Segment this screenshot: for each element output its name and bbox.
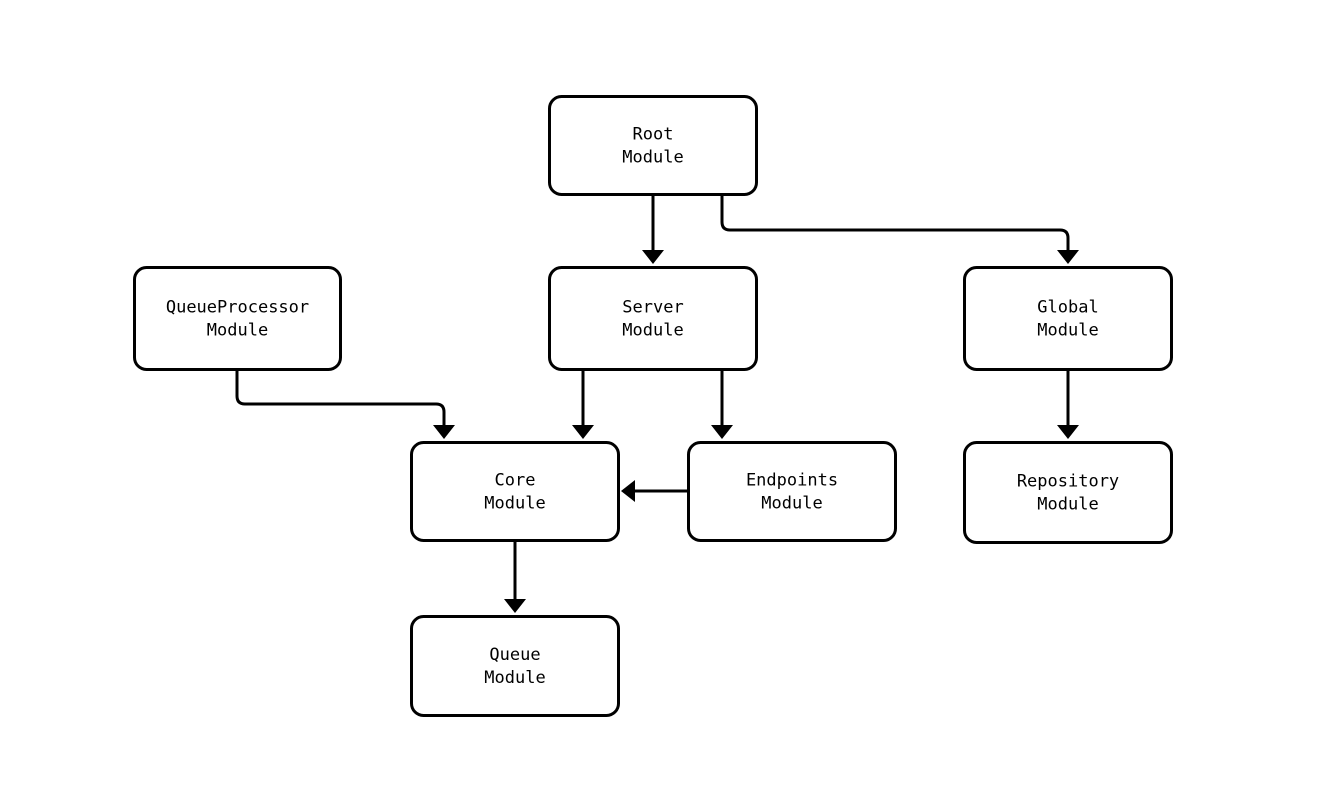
edge-queueprocessor-to-core bbox=[235, 371, 455, 439]
node-box[interactable] bbox=[548, 266, 758, 371]
node-label-primary: Global bbox=[1037, 298, 1098, 318]
node-box[interactable] bbox=[963, 266, 1173, 371]
node-label-primary: Repository bbox=[1017, 472, 1119, 492]
node-label-primary: Endpoints bbox=[746, 471, 838, 491]
node-label-primary: Queue bbox=[489, 645, 540, 665]
node-label-secondary: Module bbox=[761, 494, 822, 514]
node-label-secondary: Module bbox=[622, 148, 683, 168]
node-box[interactable] bbox=[410, 441, 620, 542]
edge-server-to-core bbox=[572, 371, 594, 439]
arrow-head-icon bbox=[642, 250, 664, 264]
node-label-primary: QueueProcessor bbox=[166, 298, 309, 318]
arrow-head-icon bbox=[433, 425, 455, 439]
arrow-head-icon bbox=[1057, 250, 1079, 264]
edge-line bbox=[235, 371, 446, 427]
node-box[interactable] bbox=[548, 95, 758, 196]
edge-global-to-repository bbox=[1057, 371, 1079, 439]
node-label-primary: Root bbox=[633, 125, 674, 145]
edge-root-to-global bbox=[720, 196, 1079, 264]
arrow-head-icon bbox=[572, 425, 594, 439]
node-box[interactable] bbox=[133, 266, 342, 371]
node-box[interactable] bbox=[410, 615, 620, 717]
arrow-head-icon bbox=[621, 480, 635, 502]
node-label-primary: Server bbox=[622, 298, 683, 318]
node-label-secondary: Module bbox=[484, 494, 545, 514]
node-label-secondary: Module bbox=[1037, 495, 1098, 515]
edge-line bbox=[720, 196, 1070, 252]
edge-server-to-endpoints bbox=[711, 371, 733, 439]
arrow-head-icon bbox=[1057, 425, 1079, 439]
edge-endpoints-to-core bbox=[621, 480, 687, 502]
arrow-head-icon bbox=[504, 599, 526, 613]
node-box[interactable] bbox=[963, 441, 1173, 544]
node-label-secondary: Module bbox=[622, 321, 683, 341]
node-box[interactable] bbox=[687, 441, 897, 542]
edge-core-to-queue bbox=[504, 542, 526, 613]
edges-layer bbox=[235, 196, 1079, 613]
node-label-secondary: Module bbox=[1037, 321, 1098, 341]
arrow-head-icon bbox=[711, 425, 733, 439]
nodes-layer: RootModuleQueueProcessorModuleServerModu… bbox=[133, 95, 1173, 717]
node-label-secondary: Module bbox=[207, 321, 268, 341]
node-label-primary: Core bbox=[495, 471, 536, 491]
edge-root-to-server bbox=[642, 196, 664, 264]
node-label-secondary: Module bbox=[484, 668, 545, 688]
